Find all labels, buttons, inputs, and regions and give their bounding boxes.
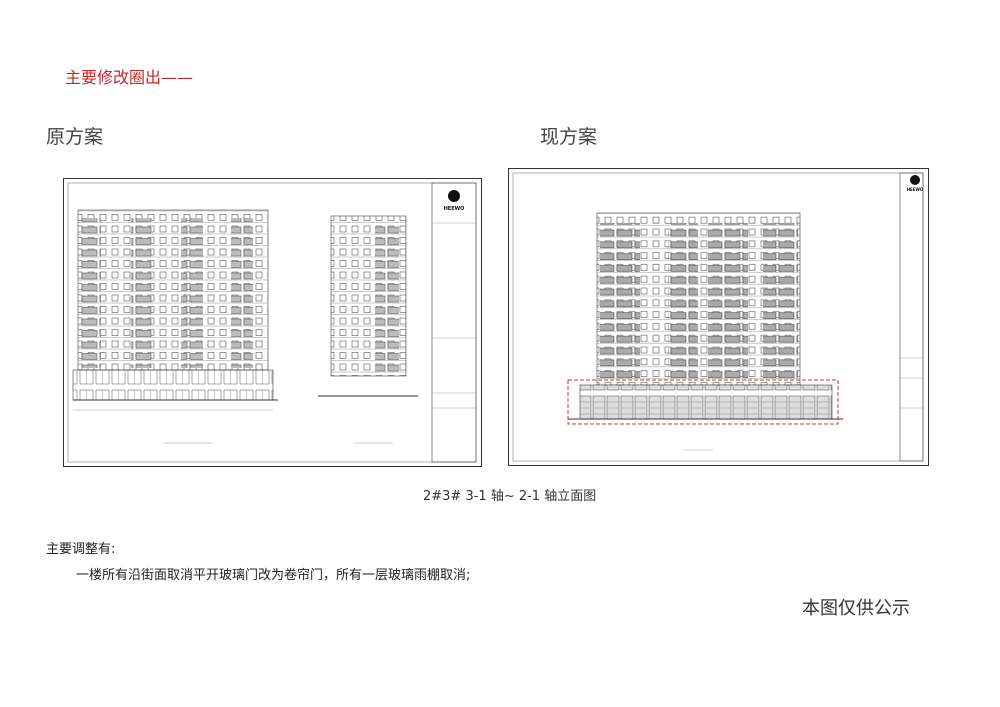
logo-icon: HEEWO [444, 190, 465, 212]
adjustment-item: 一楼所有沿街面取消平开玻璃门改为卷帘门，所有一层玻璃雨棚取消; [76, 568, 471, 583]
current-elevation-drawing: HEEWO [508, 168, 929, 466]
highlight-note: 主要修改圈出—— [65, 68, 194, 87]
modification-highlight [567, 379, 839, 425]
drawing-caption: 2#3# 3-1 轴~ 2-1 轴立面图 [423, 489, 597, 504]
adjustments-heading: 主要调整有: [46, 542, 116, 557]
svg-text:HEEWO: HEEWO [444, 206, 465, 212]
logo-icon: HEEWO [907, 175, 924, 192]
original-scheme-label: 原方案 [46, 126, 104, 148]
original-elevation-drawing: HEEWO [63, 178, 482, 467]
current-scheme-label: 现方案 [540, 126, 598, 148]
disclaimer: 本图仅供公示 [802, 598, 910, 619]
svg-text:HEEWO: HEEWO [907, 187, 924, 192]
